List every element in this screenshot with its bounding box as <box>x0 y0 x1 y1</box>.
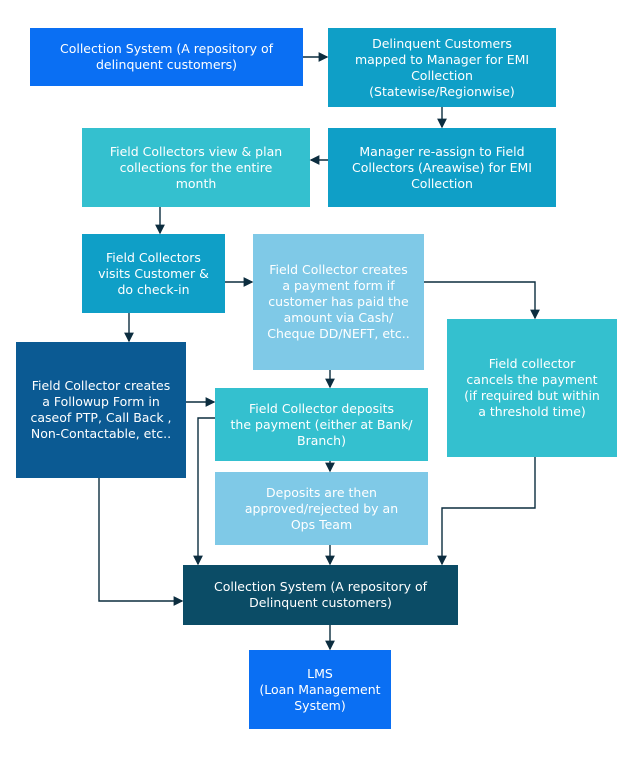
field-visits-label: Field Collectors visits Customer & do ch… <box>98 249 209 297</box>
arrow-followup-to-collection <box>98 478 184 606</box>
collection-system-top-label: Collection System (A repository of delin… <box>59 41 274 72</box>
arrow-payment-to-cancel <box>424 281 540 320</box>
collection-system-top-node: Collection System (A repository of delin… <box>30 28 303 86</box>
collection-system-bottom-node: Collection System (A repository of Delin… <box>183 565 458 625</box>
lms-node: LMS (Loan Management System) <box>249 650 391 729</box>
field-visits-node: Field Collectors visits Customer & do ch… <box>82 234 225 313</box>
manager-reassign-node: Manager re-assign to Field Collectors (A… <box>328 128 556 207</box>
field-view-plan-label: Field Collectors view & plan collections… <box>109 143 283 191</box>
payment-form-node: Field Collector creates a payment form i… <box>253 234 424 370</box>
delinquent-customers-label: Delinquent Customers mapped to Manager f… <box>354 35 530 99</box>
followup-form-node: Field Collector creates a Followup Form … <box>16 342 186 478</box>
deposits-approved-label: Deposits are then approved/rejected by a… <box>244 484 399 532</box>
lms-label: LMS (Loan Management System) <box>259 665 381 713</box>
collection-system-bottom-label: Collection System (A repository of Delin… <box>213 579 428 610</box>
field-view-plan-node: Field Collectors view & plan collections… <box>82 128 310 207</box>
deposits-payment-node: Field Collector deposits the payment (ei… <box>215 388 428 461</box>
arrow-deposit-side-to-collection <box>193 417 215 566</box>
delinquent-customers-node: Delinquent Customers mapped to Manager f… <box>328 28 556 107</box>
deposits-approved-node: Deposits are then approved/rejected by a… <box>215 472 428 545</box>
payment-form-label: Field Collector creates a payment form i… <box>267 262 410 341</box>
cancel-payment-label: Field collector cancels the payment (if … <box>464 356 600 419</box>
cancel-payment-node: Field collector cancels the payment (if … <box>447 319 617 457</box>
followup-form-label: Field Collector creates a Followup Form … <box>30 378 172 441</box>
manager-reassign-label: Manager re-assign to Field Collectors (A… <box>352 143 532 191</box>
deposits-payment-label: Field Collector deposits the payment (ei… <box>230 400 413 448</box>
arrow-cancel-to-collection <box>437 457 536 566</box>
